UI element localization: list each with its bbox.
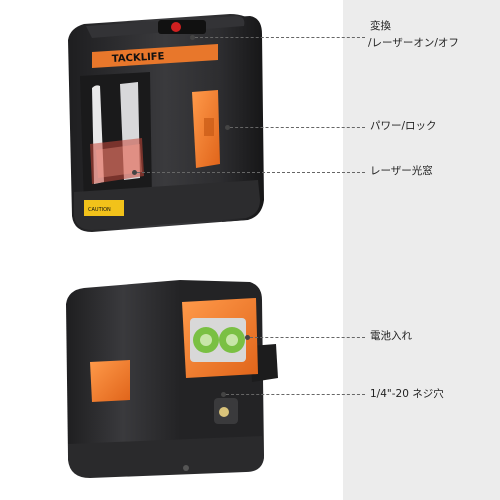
callout-dot-toggle: [190, 35, 195, 40]
bottom-device: [66, 280, 278, 478]
callout-dot-window: [132, 170, 137, 175]
callout-power-lock: パワー/ロック: [370, 120, 437, 132]
callout-dot-thread: [221, 392, 226, 397]
leader-toggle: [195, 37, 365, 38]
brand-stripe: [92, 44, 218, 68]
callout-thread: 1/4"-20 ネジ穴: [370, 388, 444, 400]
leader-window: [137, 172, 365, 173]
top-device-side: [218, 16, 264, 222]
callout-dot-power: [225, 125, 230, 130]
callout-battery: 電池入れ: [370, 330, 412, 342]
callout-toggle-line2: /レーザーオン/オフ: [368, 37, 459, 49]
caution-text: CAUTION: [88, 207, 111, 213]
caution-sticker: [84, 200, 124, 216]
thread-hole: [219, 407, 229, 417]
right-panel: [343, 0, 500, 500]
callout-dot-battery: [245, 335, 250, 340]
top-switch-housing: [158, 20, 206, 34]
top-device: TACKLIFE CAUTION: [68, 14, 264, 232]
bottom-side-button: [90, 360, 130, 402]
leader-thread: [226, 394, 365, 395]
brand-logo: TACKLIFE: [112, 51, 165, 65]
leader-battery: [250, 337, 365, 338]
laser-indicator: [171, 22, 181, 32]
callout-laser-window: レーザー光窓: [370, 165, 433, 177]
leader-power: [230, 127, 365, 128]
callout-toggle-line1: 変換: [370, 20, 391, 32]
